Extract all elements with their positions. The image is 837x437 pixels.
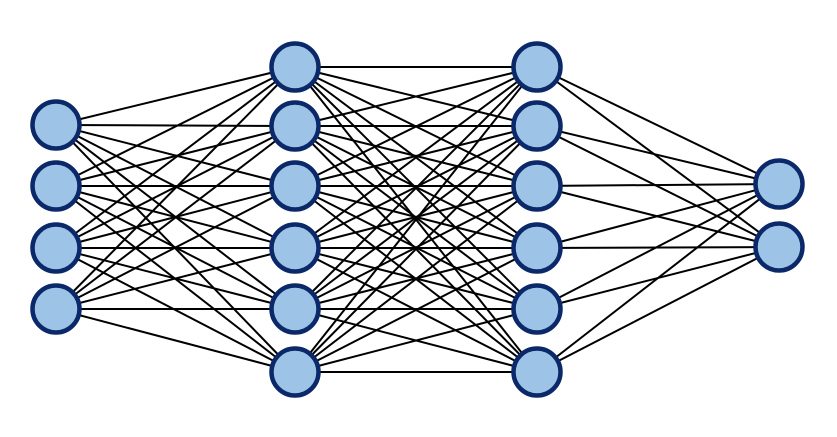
neuron-layer2-4: [269, 222, 321, 274]
neuron-layer3-6: [511, 346, 563, 398]
edge-l1n4-l2n1: [55, 66, 296, 310]
edge-l2n3-l3n2: [294, 125, 538, 187]
edge-l1n2-l2n2: [55, 125, 296, 187]
edge-l1n3-l2n1: [55, 66, 296, 249]
neuron-layer3-2: [511, 100, 563, 152]
edge-l2n6-l3n1: [294, 66, 538, 373]
neuron-layer4-1: [753, 158, 805, 210]
neuron-layer2-5: [269, 283, 321, 335]
edge-l2n5-l3n1: [294, 66, 538, 310]
edge-l2n6-l3n5: [294, 308, 538, 373]
neuron-layer1-1: [30, 99, 82, 151]
edge-l1n2-l2n1: [55, 66, 296, 187]
edge-l3n3-l4n1: [536, 183, 780, 187]
neuron-layer2-1: [269, 41, 321, 93]
edge-l2n6-l3n2: [294, 125, 538, 373]
edge-l1n4-l2n6: [55, 308, 296, 373]
edge-l2n5-l3n3: [294, 185, 538, 310]
edge-l3n2-l4n2: [536, 125, 780, 248]
neuron-layer4-2: [753, 221, 805, 273]
edge-l1n4-l2n2: [55, 125, 296, 310]
neuron-layer2-2: [269, 100, 321, 152]
edge-l3n5-l4n1: [536, 183, 780, 310]
edge-l2n3-l3n1: [294, 66, 538, 187]
edge-l1n4-l2n3: [55, 185, 296, 310]
edge-l3n6-l4n2: [536, 246, 780, 373]
edge-l2n6-l3n3: [294, 185, 538, 373]
neuron-layer1-3: [30, 222, 82, 274]
edge-l3n4-l4n1: [536, 183, 780, 249]
neuron-layer3-3: [511, 160, 563, 212]
neuron-layer3-1: [511, 41, 563, 93]
neuron-layer2-3: [269, 160, 321, 212]
edge-l2n6-l3n4: [294, 247, 538, 373]
edge-l2n4-l3n1: [294, 66, 538, 249]
edge-l3n6-l4n1: [536, 183, 780, 373]
connections: [55, 66, 780, 373]
neurons: [30, 41, 805, 398]
neuron-layer3-4: [511, 222, 563, 274]
neuron-layer1-2: [30, 160, 82, 212]
neuron-layer3-5: [511, 283, 563, 335]
edge-l3n1-l4n1: [536, 66, 780, 185]
edge-l2n2-l3n1: [294, 66, 538, 127]
edge-l1n1-l2n1: [55, 66, 296, 126]
neuron-layer1-4: [30, 283, 82, 335]
edge-l3n2-l4n1: [536, 125, 780, 185]
neuron-layer2-6: [269, 346, 321, 398]
edge-l1n4-l2n4: [55, 247, 296, 310]
edge-l2n5-l3n2: [294, 125, 538, 310]
edge-l3n1-l4n2: [536, 66, 780, 248]
